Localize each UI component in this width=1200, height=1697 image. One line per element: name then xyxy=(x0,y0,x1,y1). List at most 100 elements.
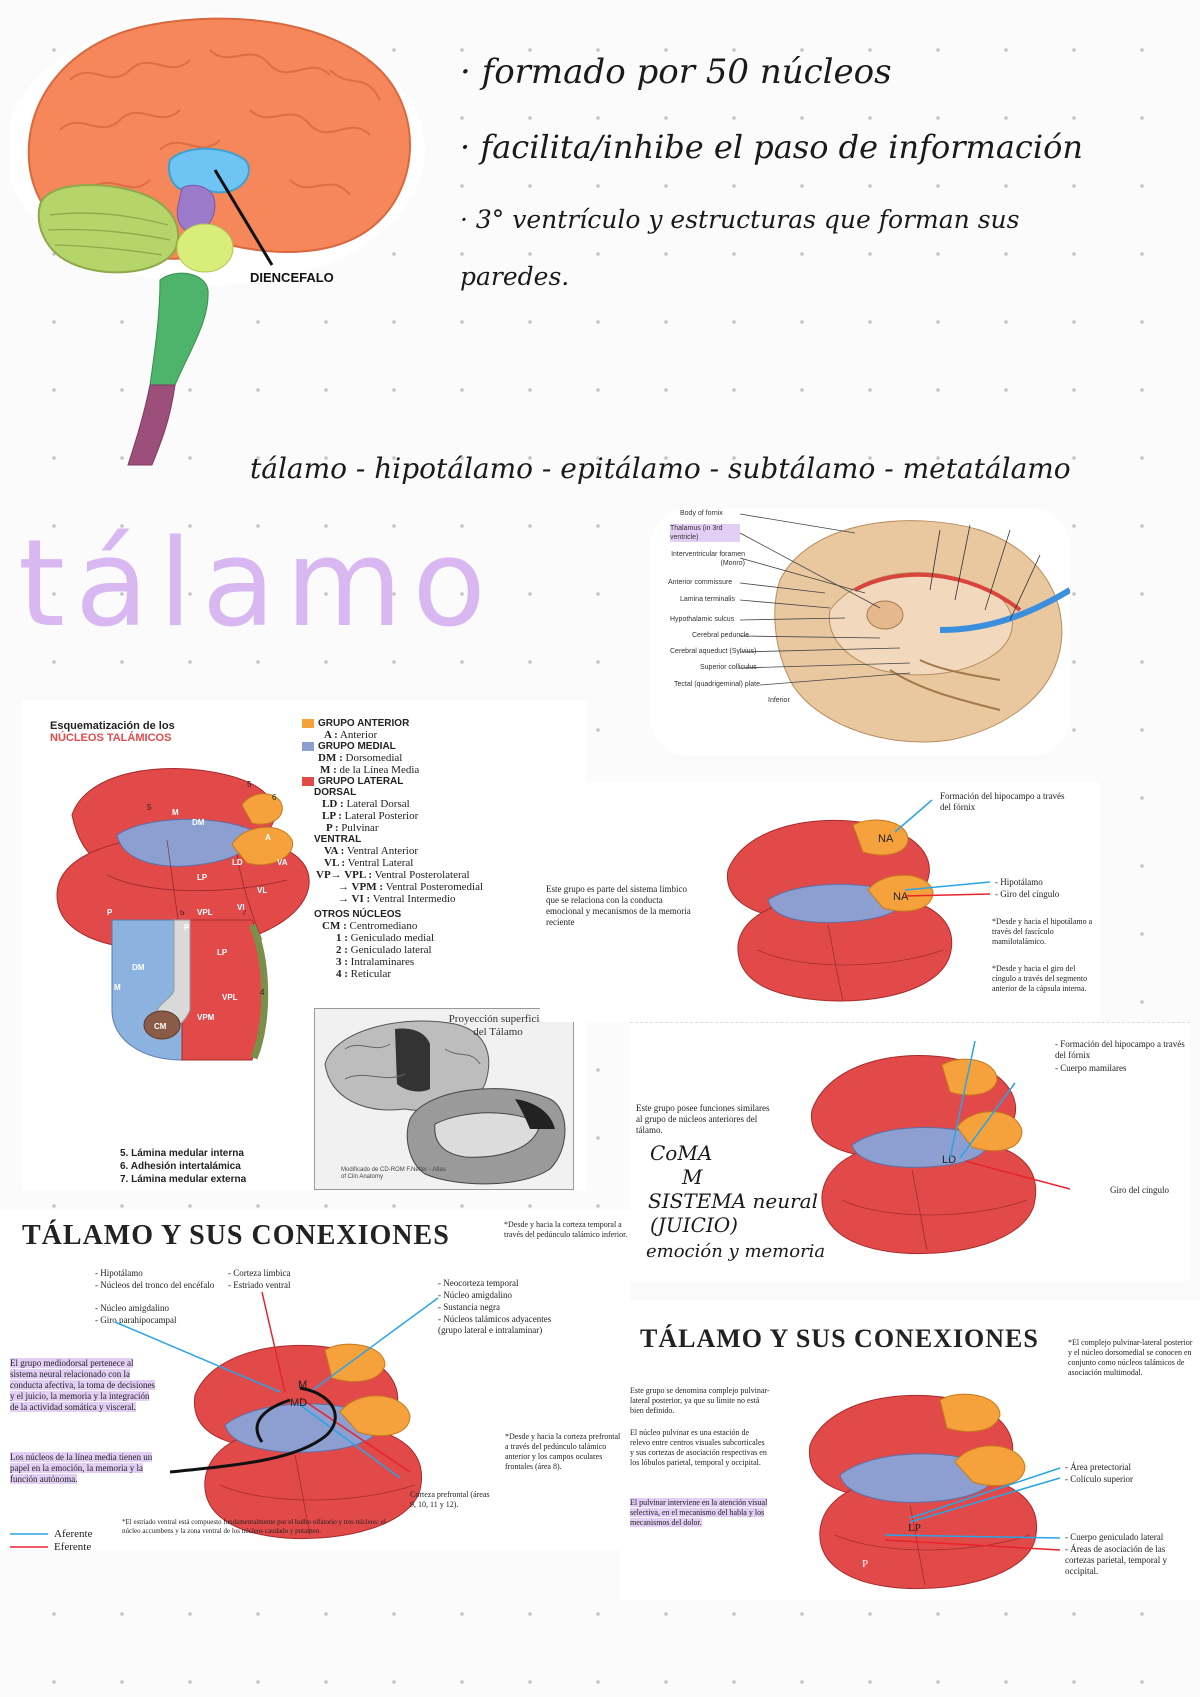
svg-text:VI: VI xyxy=(237,903,245,912)
svg-text:M: M xyxy=(114,983,121,992)
sag-label-3: Anterior commissure xyxy=(668,579,733,586)
code-3: 3 : xyxy=(336,956,348,968)
con2-arrows xyxy=(884,1467,1061,1551)
svg-text:5: 5 xyxy=(147,803,152,812)
sag-label-10: Inferior xyxy=(768,697,790,704)
sag-label-7: Cerebral aqueduct (Sylvius) xyxy=(670,648,757,655)
con1-thalamus xyxy=(193,1343,422,1540)
con1-bottom-note: *El estriado ventral está compuesto fund… xyxy=(122,1518,386,1535)
anterior-note-1: *Desde y hacia el hipotálamo a través de… xyxy=(992,917,1093,946)
code-lp: LP : xyxy=(322,810,342,822)
conexiones-2-title: TÁLAMO Y SUS CONEXIONES xyxy=(640,1324,1039,1353)
name-1: Geniculado medial xyxy=(350,932,435,944)
con1-arrows xyxy=(10,1291,439,1548)
con2-lp-label: LP xyxy=(908,1522,921,1534)
anterior-note-2: *Desde y hacia el giro del cíngulo a tra… xyxy=(992,964,1088,993)
con2-thalamus xyxy=(808,1393,1037,1590)
code-cm: CM : xyxy=(322,920,347,932)
anterior-thalamus: NA NA xyxy=(727,819,953,1002)
svg-text:DM: DM xyxy=(132,963,145,972)
svg-text:A: A xyxy=(265,833,271,842)
legend-grupo-anterior: GRUPO ANTERIOR xyxy=(318,718,410,729)
code-a: A : xyxy=(324,729,338,741)
proyeccion-box: Proyección superficial del Tálamo Modifi… xyxy=(314,1008,574,1190)
name-m: de la Línea Media xyxy=(339,764,420,776)
code-vpm: → VPM : xyxy=(338,881,384,893)
legend-otros: OTROS NÚCLEOS xyxy=(314,909,402,920)
con2-p1: Este grupo se denomina complejo pulvinar… xyxy=(630,1386,770,1415)
anterior-arrows xyxy=(894,799,991,897)
name-vpm: Ventral Posteromedial xyxy=(385,881,484,893)
nucleos-legend: GRUPO ANTERIOR A : Anterior GRUPO MEDIAL… xyxy=(302,718,562,980)
legend-ventral: VENTRAL xyxy=(314,834,362,845)
svg-text:VL: VL xyxy=(257,886,267,895)
con1-corteza: Corteza prefrontal (áreas 9, 10, 11 y 12… xyxy=(410,1490,490,1509)
ld-arrows xyxy=(949,1040,1071,1190)
ld-hand-1: CoMA xyxy=(650,1141,713,1165)
svg-text:P: P xyxy=(107,908,113,917)
con1-r1: - Neocorteza temporal xyxy=(438,1278,519,1288)
code-m: M : xyxy=(320,764,337,776)
svg-text:VPM: VPM xyxy=(197,1013,215,1022)
svg-text:LD: LD xyxy=(232,858,243,867)
name-va: Ventral Anterior xyxy=(346,845,419,857)
code-4: 4 : xyxy=(336,968,348,980)
sag-label-1: Thalamus (in 3rd ventricle) xyxy=(670,524,740,542)
note-line-1: · formado por 50 núcleos xyxy=(460,52,892,92)
name-4: Reticular xyxy=(350,968,391,980)
ld-hand-2: M xyxy=(682,1165,703,1189)
svg-text:5: 5 xyxy=(247,780,252,789)
svg-text:LP: LP xyxy=(217,948,228,957)
con2-right-note: *El complejo pulvinar-lateral posterior … xyxy=(1068,1338,1193,1377)
sag-label-4: Lamina terminalis xyxy=(680,596,735,603)
con1-md-label: MD xyxy=(290,1397,308,1409)
lamina-7: 7. Lámina medular externa xyxy=(120,1174,247,1185)
nucleos-panel: Esquematización de los NÚCLEOS TALÁMICOS… xyxy=(22,700,587,1190)
conexiones-1-panel: TÁLAMO Y SUS CONEXIONES *Desde y hacia l… xyxy=(0,1210,630,1553)
brain-diencephalon-illustration xyxy=(10,15,425,466)
parts-line: tálamo - hipotálamo - epitálamo - subtál… xyxy=(250,452,1071,485)
svg-text:VPL: VPL xyxy=(197,908,213,917)
con1-l2: - Núcleos del tronco del encéfalo xyxy=(95,1280,215,1290)
con1-m-label: M xyxy=(298,1379,308,1391)
name-vi: Ventral Intermedio xyxy=(372,893,456,905)
conexiones-1-title: TÁLAMO Y SUS CONEXIONES xyxy=(22,1220,450,1251)
nucleos-title-1: Esquematización de los xyxy=(50,720,175,732)
lamina-5: 5. Lámina medular interna xyxy=(120,1148,244,1159)
con1-r3: - Sustancia negra xyxy=(438,1302,500,1312)
code-vi: → VI : xyxy=(338,893,371,905)
con2-r2: - Colículo superior xyxy=(1065,1474,1133,1484)
con1-mid-note: *Desde y hacia la corteza prefrontal a t… xyxy=(505,1432,621,1471)
lateral-dorsal-panel: Este grupo posee funciones similares al … xyxy=(630,1022,1190,1281)
con1-left-p1: El grupo mediodorsal pertenece al sistem… xyxy=(10,1358,155,1413)
svg-text:LD: LD xyxy=(942,1154,956,1166)
name-vpl: Ventral Posterolateral xyxy=(374,869,470,881)
legend-grupo-lateral: GRUPO LATERAL xyxy=(318,776,404,787)
name-lp: Lateral Posterior xyxy=(344,810,419,822)
con2-p2: El núcleo pulvinar es una estación de re… xyxy=(630,1428,767,1467)
name-dm: Dorsomedial xyxy=(345,752,403,764)
con1-r2: - Núcleo amigdalino xyxy=(438,1290,512,1300)
legend-aferente: Aferente xyxy=(54,1528,93,1540)
name-p: Pulvinar xyxy=(341,822,379,834)
sagittal-drawing xyxy=(774,520,1070,743)
code-vpl: VP→ VPL : xyxy=(316,869,373,881)
svg-text:NA: NA xyxy=(893,891,909,903)
code-vl: VL : xyxy=(324,857,346,869)
name-vl: Ventral Lateral xyxy=(347,857,414,869)
code-1: 1 : xyxy=(336,932,348,944)
sag-label-6: Cerebral peduncle xyxy=(692,632,750,639)
ld-label-fornix: - Formación del hipocampo a través del f… xyxy=(1055,1039,1185,1060)
con2-p3: El pulvinar interviene en la atención vi… xyxy=(630,1498,770,1528)
ld-label-giro: Giro del cíngulo xyxy=(1110,1185,1169,1195)
con1-r4: - Núcleos talámicos adyacentes (grupo la… xyxy=(438,1314,552,1335)
con1-left-p1-text: El grupo mediodorsal pertenece al sistem… xyxy=(10,1358,155,1412)
code-va: VA : xyxy=(324,845,345,857)
note-line-4: paredes. xyxy=(460,262,570,291)
sag-label-0: Body of fornix xyxy=(680,510,723,517)
con1-l4: - Giro parahipocampal xyxy=(95,1315,177,1325)
code-dm: DM : xyxy=(318,752,343,764)
legend-dorsal: DORSAL xyxy=(314,787,357,798)
name-ld: Lateral Dorsal xyxy=(346,798,410,810)
